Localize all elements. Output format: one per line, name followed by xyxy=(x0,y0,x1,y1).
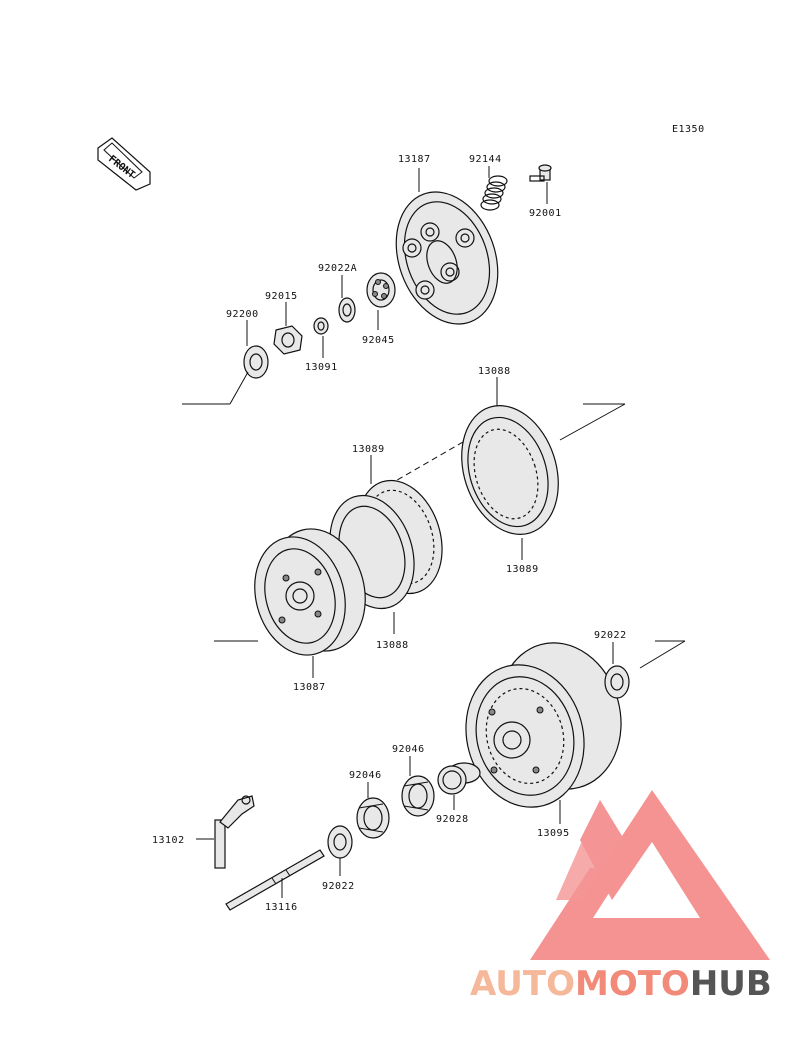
label-13088-top: 13088 xyxy=(478,366,511,377)
label-13102: 13102 xyxy=(152,835,185,846)
push-rod-13116 xyxy=(225,849,325,911)
label-92200: 92200 xyxy=(226,309,259,320)
watermark-text: AUTOMOTOHUB xyxy=(470,964,772,1004)
label-13187: 13187 xyxy=(398,154,431,165)
label-92001: 92001 xyxy=(529,208,562,219)
label-92144: 92144 xyxy=(469,154,502,165)
label-13089-upper: 13089 xyxy=(352,444,385,455)
bolt-92001 xyxy=(529,164,552,182)
watermark-auto: AUTO xyxy=(470,964,575,1004)
release-lever-13102 xyxy=(214,795,255,869)
clutch-spring-92144 xyxy=(480,175,508,211)
label-13087: 13087 xyxy=(293,682,326,693)
watermark-logo-icon xyxy=(530,790,770,960)
label-13089-right: 13089 xyxy=(506,564,539,575)
nut-92015 xyxy=(273,325,303,355)
label-13116: 13116 xyxy=(265,902,298,913)
label-13095: 13095 xyxy=(537,828,570,839)
label-92046-a: 92046 xyxy=(349,770,382,781)
clutch-hub-13087 xyxy=(254,528,366,656)
washer-92022A xyxy=(338,297,356,323)
diagram-code: E1350 xyxy=(672,124,705,135)
pusher-13091 xyxy=(313,317,329,335)
label-92022A: 92022A xyxy=(318,263,357,274)
watermark-moto: MOTO xyxy=(575,964,690,1004)
label-92022-low: 92022 xyxy=(322,881,355,892)
watermark-hub: HUB xyxy=(690,964,772,1004)
front-arrow-icon: FRONT xyxy=(97,137,151,191)
pressure-plate-13187 xyxy=(395,191,499,325)
washer-92022-low xyxy=(327,825,353,859)
friction-plate-13088-upper xyxy=(461,405,559,535)
bearing-92045 xyxy=(366,272,396,308)
label-13091: 13091 xyxy=(305,362,338,373)
sleeve-92028 xyxy=(437,762,481,795)
washer-92022-right xyxy=(604,665,630,699)
label-92028: 92028 xyxy=(436,814,469,825)
label-13088-low: 13088 xyxy=(376,640,409,651)
label-92046-b: 92046 xyxy=(392,744,425,755)
label-92015: 92015 xyxy=(265,291,298,302)
needle-bearing-92046-a xyxy=(356,797,390,839)
label-92022-right: 92022 xyxy=(594,630,627,641)
label-92045: 92045 xyxy=(362,335,395,346)
clutch-housing-13095 xyxy=(465,642,622,808)
lockwasher-92200 xyxy=(243,345,269,379)
needle-bearing-92046-b xyxy=(401,775,435,817)
